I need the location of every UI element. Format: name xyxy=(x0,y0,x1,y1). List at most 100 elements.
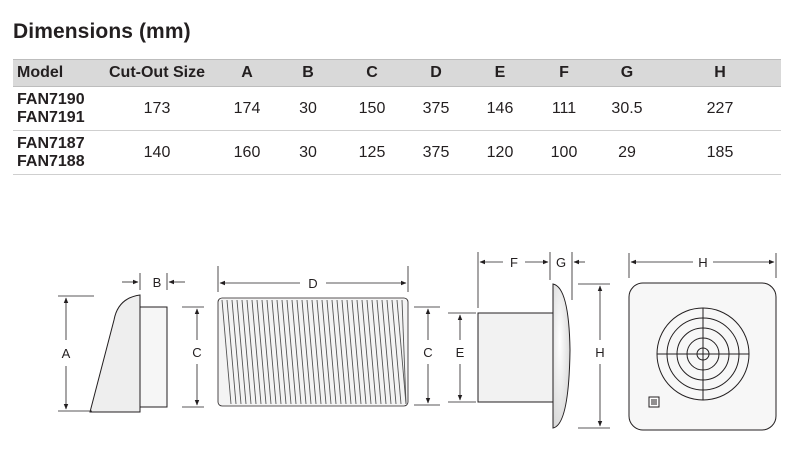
cell-b: 30 xyxy=(277,86,339,131)
col-header-model: Model xyxy=(13,59,97,87)
duct-rib xyxy=(236,299,247,405)
col-header-h: H xyxy=(659,59,781,87)
duct-rib xyxy=(281,299,292,405)
duct-rib xyxy=(316,299,327,405)
model-cell: FAN7187 FAN7188 xyxy=(13,130,97,175)
model-cell: FAN7190 FAN7191 xyxy=(13,86,97,131)
duct-rib xyxy=(271,299,282,405)
duct-rib xyxy=(276,299,287,405)
dimension-h-side xyxy=(578,283,610,429)
duct-rib xyxy=(231,299,242,405)
duct-rib xyxy=(361,299,372,405)
flexible-duct-drawing xyxy=(217,297,409,407)
duct-rib xyxy=(396,299,407,405)
table-row: FAN7187 FAN7188 140 160 30 125 375 120 1… xyxy=(13,130,781,175)
dimension-f xyxy=(477,252,551,308)
cell-f: 111 xyxy=(533,86,595,131)
duct-rib xyxy=(301,299,312,405)
model-name: FAN7190 xyxy=(17,90,85,108)
cell-cutout: 173 xyxy=(97,86,217,131)
cell-d: 375 xyxy=(405,130,467,175)
duct-rib xyxy=(286,299,297,405)
duct-rib xyxy=(241,299,252,405)
duct-rib xyxy=(351,299,362,405)
dimension-diagram: A B C D C E xyxy=(58,252,777,431)
col-header-cutout: Cut-Out Size xyxy=(97,59,217,87)
duct-rib xyxy=(381,299,392,405)
duct-rib xyxy=(356,299,367,405)
duct-rib xyxy=(386,299,397,405)
cell-h: 185 xyxy=(659,130,781,175)
dim-label-e: E xyxy=(456,345,465,360)
cell-h: 227 xyxy=(659,86,781,131)
dim-label-c-left: C xyxy=(192,345,201,360)
dim-label-b: B xyxy=(153,275,162,290)
dimension-h-front xyxy=(628,253,777,278)
page-title: Dimensions (mm) xyxy=(13,20,191,43)
duct-rib xyxy=(376,299,387,405)
dim-label-h-front: H xyxy=(698,255,707,270)
duct-rib xyxy=(246,299,257,405)
cell-b: 30 xyxy=(277,130,339,175)
cell-a: 174 xyxy=(217,86,277,131)
dim-label-a: A xyxy=(62,346,71,361)
cell-c: 125 xyxy=(339,130,405,175)
duct-rib xyxy=(306,299,317,405)
duct-rib xyxy=(321,299,332,405)
duct-rib xyxy=(371,299,382,405)
dimension-c-right xyxy=(414,306,440,406)
col-header-f: F xyxy=(533,59,595,87)
duct-rib xyxy=(391,299,402,405)
duct-rib xyxy=(326,299,337,405)
dimension-b xyxy=(122,273,185,290)
model-name: FAN7188 xyxy=(17,152,85,170)
table-row: FAN7190 FAN7191 173 174 30 150 375 146 1… xyxy=(13,86,781,131)
dimension-a xyxy=(58,295,94,412)
cell-g: 29 xyxy=(595,130,659,175)
dimension-d xyxy=(217,266,409,292)
col-header-d: D xyxy=(405,59,467,87)
duct-rib xyxy=(311,299,322,405)
table-header-row: Model Cut-Out Size A B C D E F G H xyxy=(13,59,781,87)
col-header-a: A xyxy=(217,59,277,87)
cell-cutout: 140 xyxy=(97,130,217,175)
cell-f: 100 xyxy=(533,130,595,175)
cell-d: 375 xyxy=(405,86,467,131)
duct-rib xyxy=(251,299,262,405)
cell-g: 30.5 xyxy=(595,86,659,131)
dimension-e xyxy=(448,312,476,403)
dimension-c-left xyxy=(182,306,204,408)
duct-rib xyxy=(226,299,237,405)
dim-label-c-right: C xyxy=(423,345,432,360)
col-header-e: E xyxy=(467,59,533,87)
dim-label-h-side: H xyxy=(595,345,604,360)
duct-rib xyxy=(366,299,377,405)
duct-rib xyxy=(256,299,267,405)
duct-rib xyxy=(401,299,407,405)
cell-a: 160 xyxy=(217,130,277,175)
model-name: FAN7191 xyxy=(17,108,85,126)
duct-rib xyxy=(266,299,277,405)
cell-e: 146 xyxy=(467,86,533,131)
duct-rib xyxy=(296,299,307,405)
dim-label-d: D xyxy=(308,276,317,291)
duct-rib xyxy=(291,299,302,405)
duct-rib xyxy=(261,299,272,405)
col-header-c: C xyxy=(339,59,405,87)
duct-rib xyxy=(331,299,342,405)
cell-c: 150 xyxy=(339,86,405,131)
dim-label-g: G xyxy=(556,255,566,270)
dimension-g xyxy=(571,252,585,300)
cell-e: 120 xyxy=(467,130,533,175)
dim-label-f: F xyxy=(510,255,518,270)
duct-rib xyxy=(346,299,357,405)
duct-rib xyxy=(341,299,352,405)
model-name: FAN7187 xyxy=(17,134,85,152)
col-header-b: B xyxy=(277,59,339,87)
col-header-g: G xyxy=(595,59,659,87)
dimensions-table: Model Cut-Out Size A B C D E F G H FAN71… xyxy=(13,59,781,175)
fan-side-view-drawing xyxy=(477,283,571,429)
duct-rib xyxy=(221,299,232,405)
outlet-cowl-drawing xyxy=(89,294,168,413)
duct-rib xyxy=(336,299,347,405)
